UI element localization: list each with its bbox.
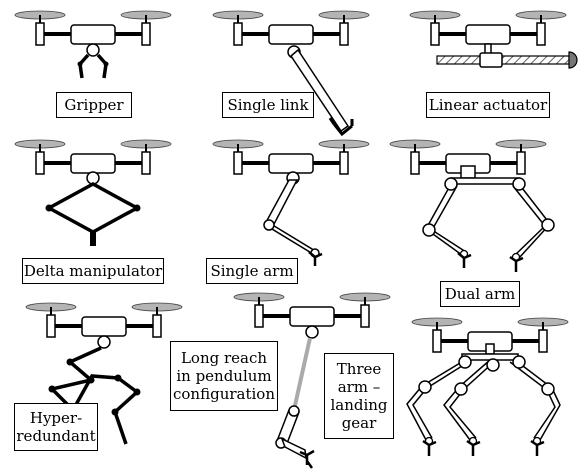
label-delta-manipulator: Delta manipulator	[22, 258, 164, 284]
fuselage	[289, 306, 335, 327]
drone-single-arm	[212, 139, 370, 266]
drone-single-link	[212, 10, 370, 137]
quadrotor-body	[411, 317, 569, 353]
motor	[46, 314, 56, 338]
quadrotor-body	[25, 302, 183, 338]
label-gripper: Gripper	[56, 92, 132, 118]
motor	[516, 151, 526, 175]
fuselage	[70, 24, 116, 45]
label-three-arm: Three arm – landing gear	[324, 353, 394, 439]
motor	[141, 151, 151, 175]
quadrotor-body	[14, 139, 172, 175]
drone-gripper	[14, 10, 172, 79]
quadrotor-body	[212, 139, 370, 175]
drone-three-arm-landing-gear	[406, 317, 569, 456]
motor	[432, 329, 442, 353]
fuselage	[268, 153, 314, 174]
label-single-arm: Single arm	[206, 258, 298, 284]
motor	[233, 151, 243, 175]
drone-linear-actuator	[409, 10, 578, 69]
motor	[35, 22, 45, 46]
motor	[410, 151, 420, 175]
motor	[254, 304, 264, 328]
drone-long-reach-pendulum	[233, 292, 391, 469]
fuselage	[70, 153, 116, 174]
quadrotor-body	[14, 10, 172, 46]
label-long-reach: Long reach in pendulum configuration	[170, 341, 278, 411]
motor	[152, 314, 162, 338]
fuselage	[465, 24, 511, 45]
quadrotor-body	[212, 10, 370, 46]
motor	[233, 22, 243, 46]
label-dual-arm: Dual arm	[440, 281, 520, 307]
motor	[430, 22, 440, 46]
motor	[141, 22, 151, 46]
quadrotor-body	[409, 10, 567, 46]
quadrotor-body	[233, 292, 391, 328]
label-linear-actuator: Linear actuator	[426, 92, 550, 118]
motor	[536, 22, 546, 46]
drone-delta-manipulator	[14, 139, 172, 246]
quadrotor-body	[389, 139, 547, 175]
fuselage	[81, 316, 127, 337]
drone-dual-arm	[389, 139, 555, 272]
fuselage	[268, 24, 314, 45]
label-hyper-redundant: Hyper- redundant	[14, 403, 98, 451]
label-single-link: Single link	[222, 92, 314, 118]
drone-hyper-redundant	[25, 302, 183, 445]
motor	[339, 151, 349, 175]
motor	[538, 329, 548, 353]
motor	[339, 22, 349, 46]
motor	[35, 151, 45, 175]
motor	[360, 304, 370, 328]
